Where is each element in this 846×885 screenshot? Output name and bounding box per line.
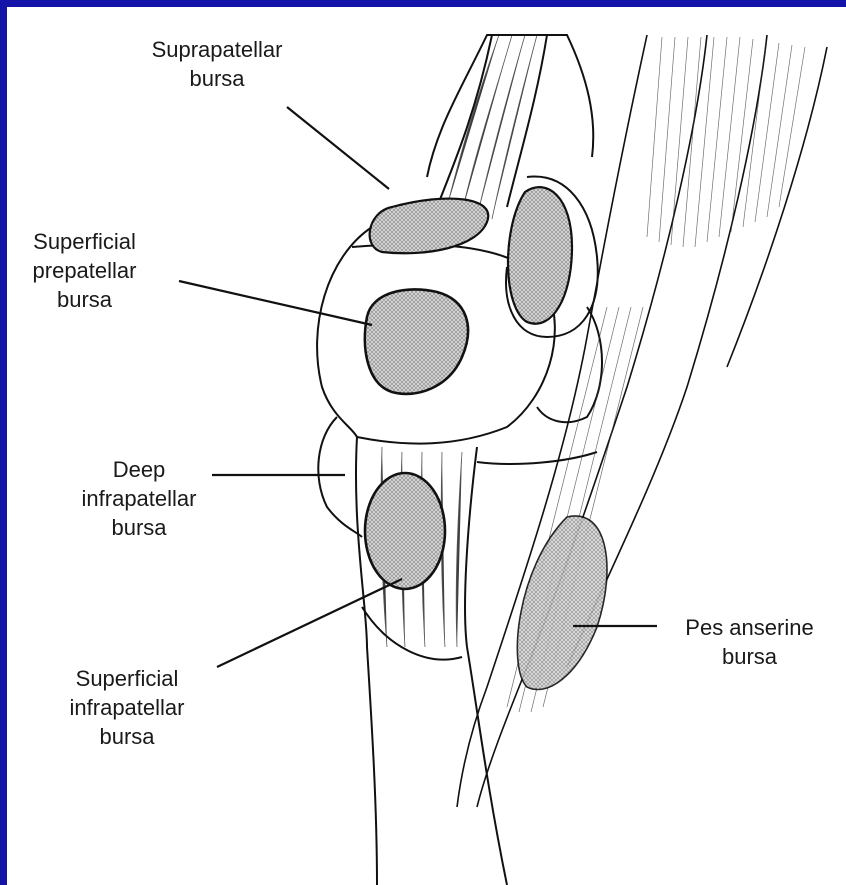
diagram-frame: Suprapatellar bursa Superficial prepatel… xyxy=(7,7,846,885)
suprapatellar-bursa-shape xyxy=(370,199,489,254)
suprapatellar-leader xyxy=(287,107,389,189)
superficial-prepatellar-leader xyxy=(179,281,372,325)
lateral-condyle-bursa-shape xyxy=(508,187,572,324)
label-deep-infrapatellar-bursa: Deep infrapatellar bursa xyxy=(59,455,219,542)
label-suprapatellar-bursa: Suprapatellar bursa xyxy=(127,35,307,93)
pes-anserine-tendons xyxy=(457,35,827,807)
knee-illustration xyxy=(7,7,846,885)
label-pes-anserine-bursa: Pes anserine bursa xyxy=(662,613,837,671)
superficial-infrapatellar-bursa-shape xyxy=(365,473,445,589)
label-superficial-infrapatellar-bursa: Superficial infrapatellar bursa xyxy=(47,664,207,751)
label-superficial-prepatellar-bursa: Superficial prepatellar bursa xyxy=(7,227,162,314)
pes-anserine-bursa-shape xyxy=(517,516,607,690)
superficial-prepatellar-bursa-shape xyxy=(365,289,468,394)
